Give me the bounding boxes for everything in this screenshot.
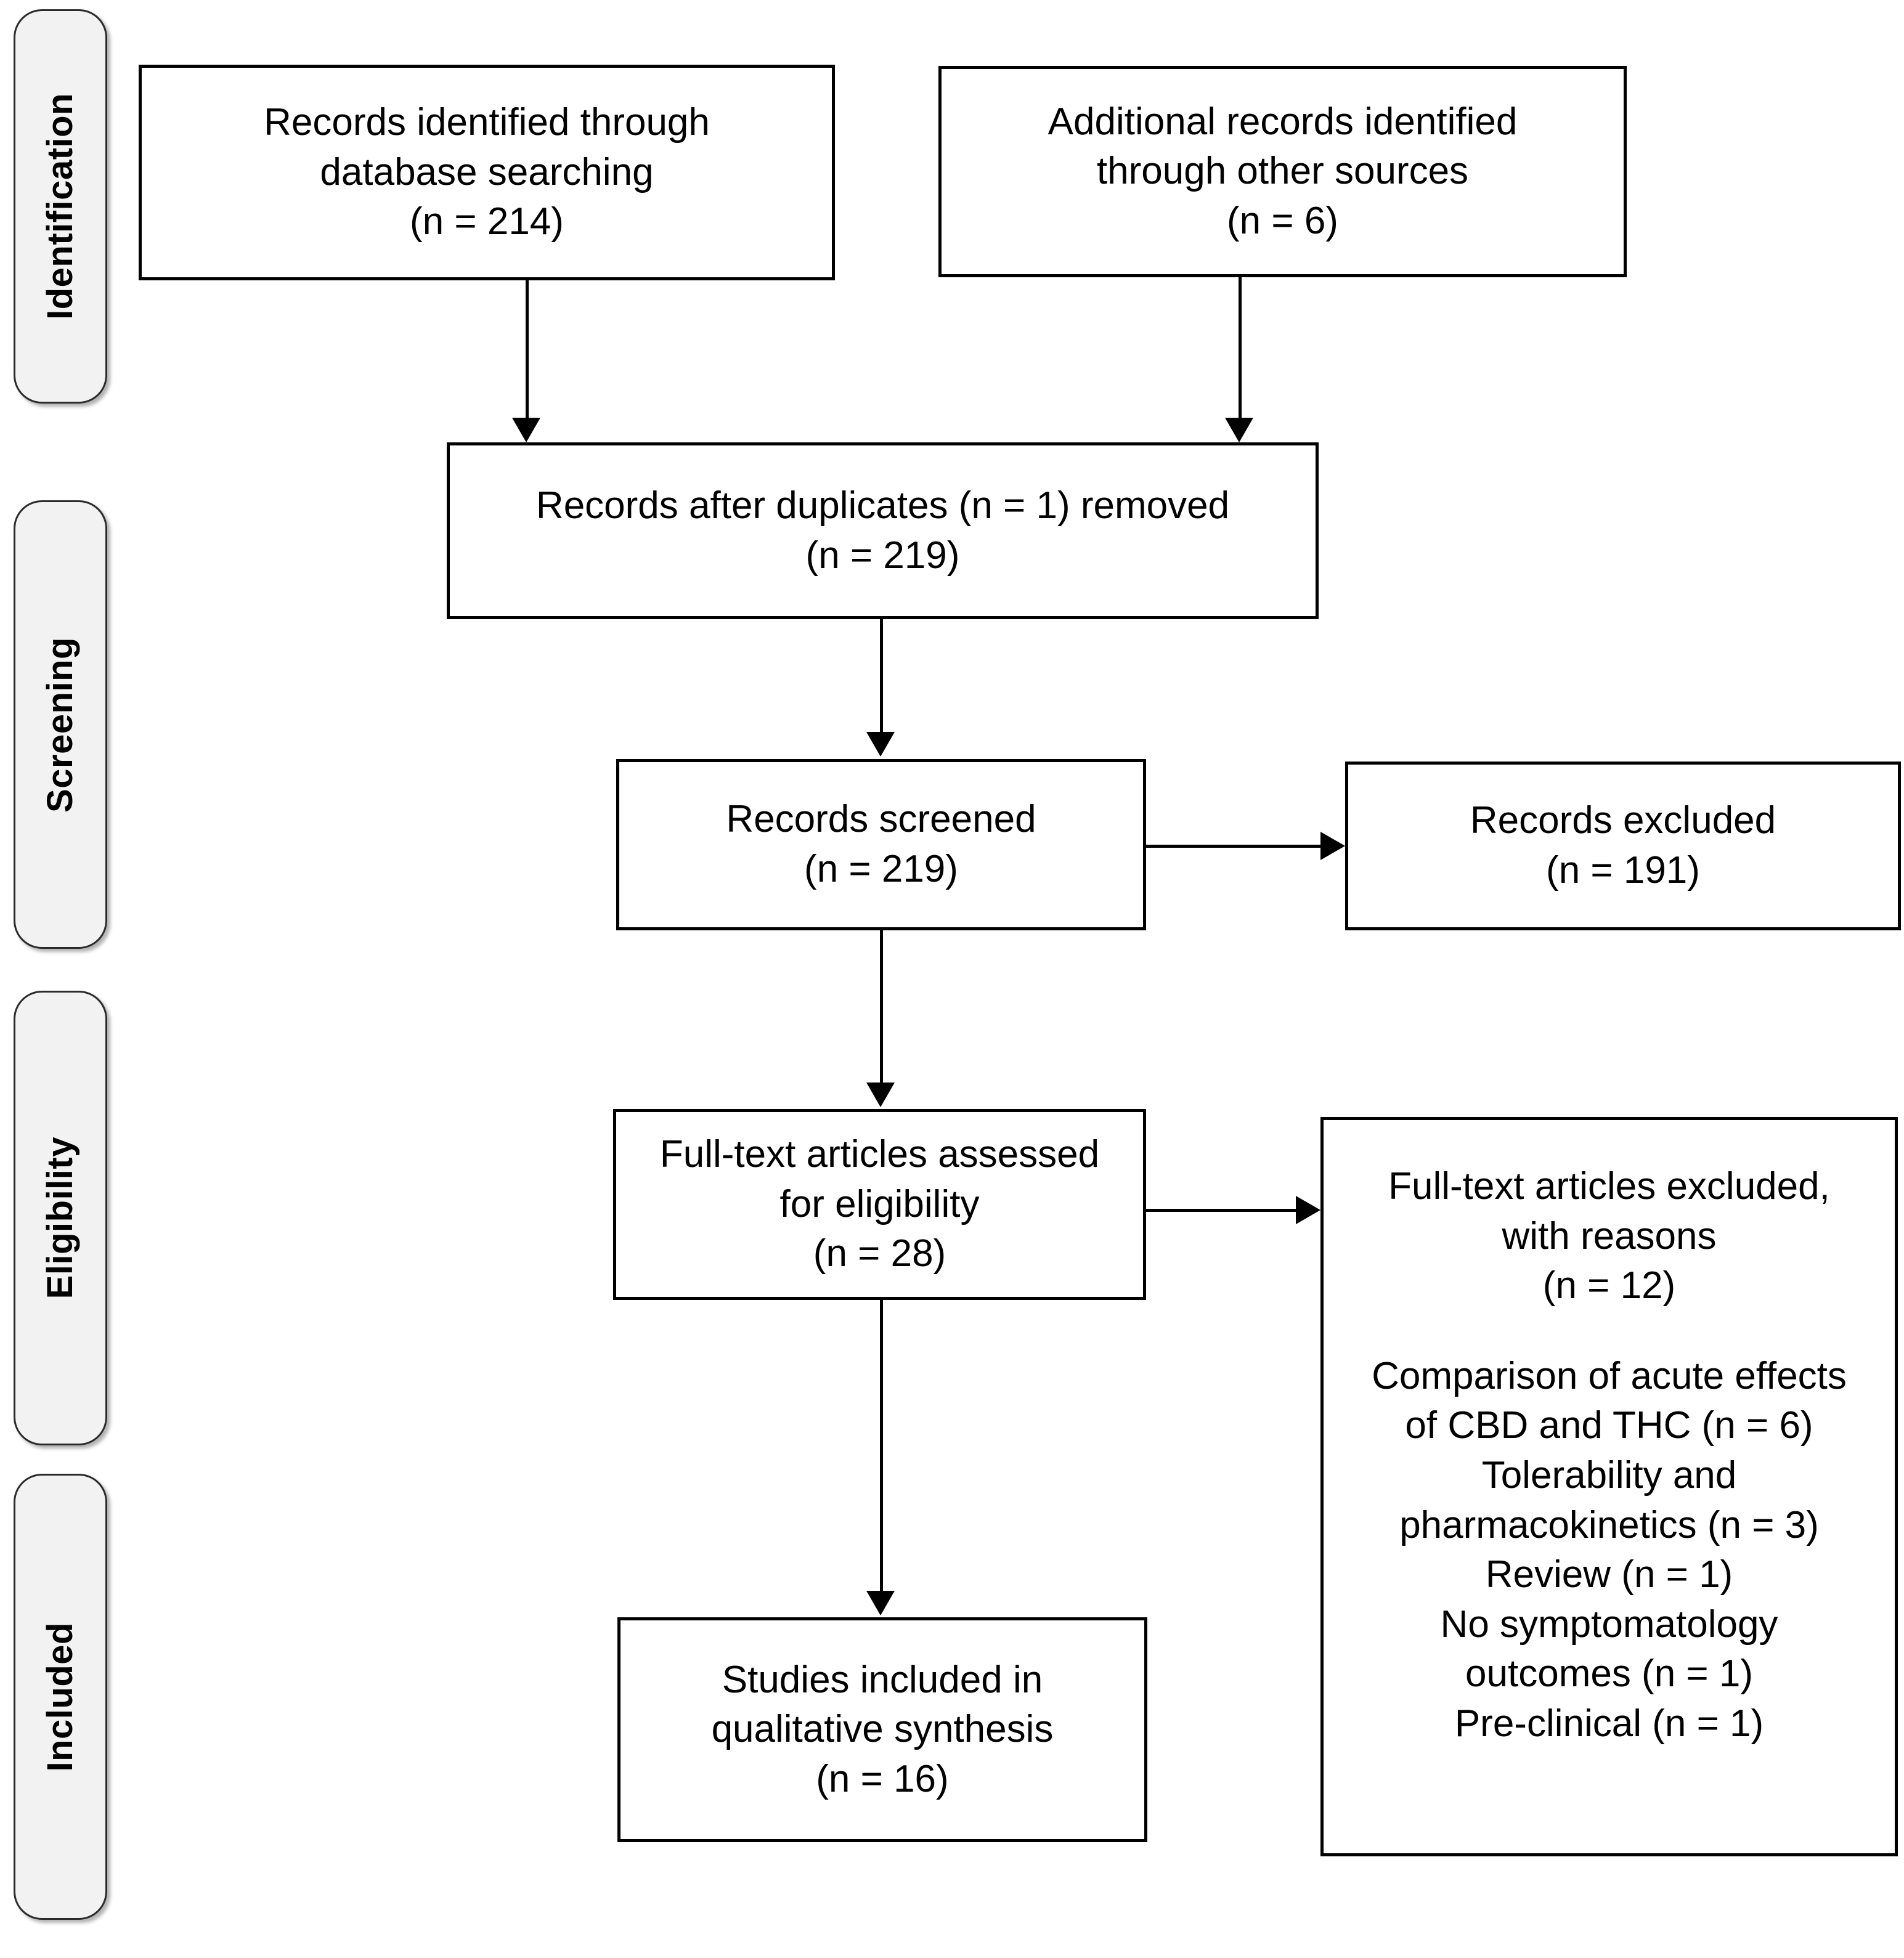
connector-screened-to-fulltext-arrow	[866, 1083, 895, 1107]
box-records-excluded: Records excluded (n = 191)	[1345, 762, 1901, 930]
exclusion-reason-no-symptomatology: No symptomatology outcomes (n = 1)	[1440, 1603, 1778, 1696]
fulltext-excluded-heading: Full-text articles excluded, with reason…	[1388, 1165, 1830, 1307]
stage-pill-identification: Identification	[14, 9, 107, 404]
exclusion-reason-tolerability: Tolerability and pharmacokinetics (n = 3…	[1399, 1453, 1819, 1546]
box-database-records: Records identified through database sear…	[139, 65, 835, 280]
fulltext-excluded-content: Full-text articles excluded, with reason…	[1324, 1162, 1895, 1749]
box-fulltext-assessed-text: Full-text articles assessed for eligibil…	[659, 1133, 1100, 1275]
box-after-duplicates: Records after duplicates (n = 1) removed…	[447, 442, 1319, 619]
connector-other-to-duplicates-arrow	[1225, 418, 1253, 442]
connector-fulltext-to-excluded-arrow	[1296, 1196, 1320, 1224]
box-studies-included-text: Studies included in qualitative synthesi…	[711, 1658, 1054, 1800]
stage-pill-included: Included	[14, 1474, 107, 1920]
connector-fulltext-to-excluded-line	[1146, 1209, 1297, 1212]
stage-pill-eligibility: Eligibility	[14, 991, 107, 1445]
box-database-records-text: Records identified through database sear…	[264, 101, 710, 243]
box-fulltext-excluded-with-reasons: Full-text articles excluded, with reason…	[1320, 1117, 1898, 1856]
box-studies-included: Studies included in qualitative synthesi…	[617, 1617, 1147, 1842]
connector-screened-to-excluded-line	[1146, 845, 1322, 848]
connector-fulltext-to-included-arrow	[866, 1591, 895, 1615]
reasons-spacer	[1324, 1311, 1895, 1352]
connector-duplicates-to-screened-arrow	[866, 732, 895, 757]
exclusion-reason-pre-clinical: Pre-clinical (n = 1)	[1454, 1702, 1764, 1745]
connector-screened-to-fulltext-line	[880, 930, 883, 1084]
connector-screened-to-excluded-arrow	[1320, 832, 1345, 860]
stage-pill-screening: Screening	[14, 500, 107, 949]
box-fulltext-assessed: Full-text articles assessed for eligibil…	[613, 1109, 1146, 1300]
connector-database-to-duplicates-line	[526, 280, 529, 419]
stage-label-included: Included	[40, 1622, 80, 1772]
box-other-records-text: Additional records identified through ot…	[1048, 100, 1518, 242]
connector-duplicates-to-screened-line	[880, 619, 883, 733]
stage-label-screening: Screening	[40, 636, 80, 813]
connector-database-to-duplicates-arrow	[512, 418, 540, 442]
box-other-records: Additional records identified through ot…	[938, 66, 1627, 277]
box-records-screened-text: Records screened (n = 219)	[726, 798, 1036, 890]
box-after-duplicates-text: Records after duplicates (n = 1) removed…	[535, 484, 1230, 577]
exclusion-reason-review: Review (n = 1)	[1485, 1553, 1733, 1596]
stage-label-identification: Identification	[40, 93, 80, 320]
box-records-excluded-text: Records excluded (n = 191)	[1470, 799, 1776, 892]
connector-fulltext-to-included-line	[880, 1300, 883, 1593]
exclusion-reason-cbd-thc: Comparison of acute effects of CBD and T…	[1372, 1354, 1847, 1447]
box-records-screened: Records screened (n = 219)	[616, 759, 1146, 930]
stage-label-eligibility: Eligibility	[40, 1137, 80, 1299]
connector-other-to-duplicates-line	[1239, 277, 1242, 419]
